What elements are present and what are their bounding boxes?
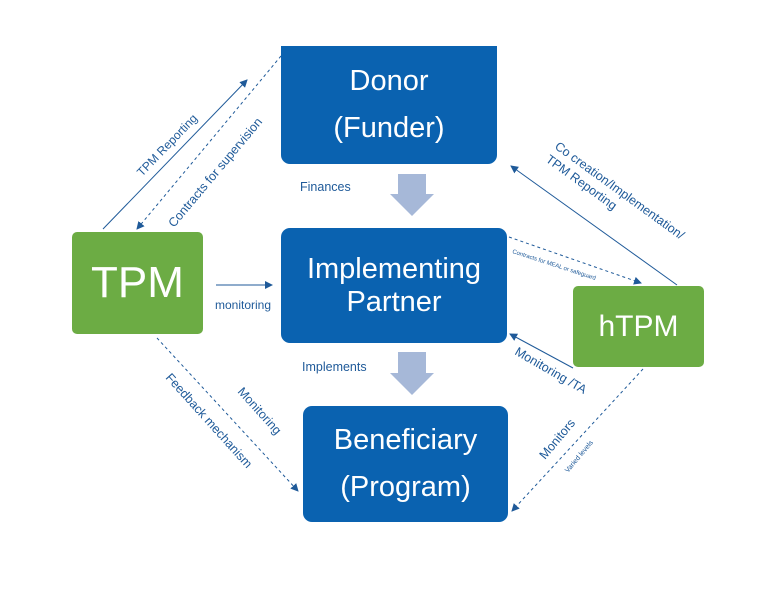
- feedback-label: Feedback mechanism: [163, 371, 255, 471]
- monitoring-beneficiary-label: Monitoring: [235, 385, 284, 438]
- monitors-arrow: [511, 368, 644, 512]
- tpm-label: TPM: [91, 258, 184, 307]
- contracts-meal-label: Contracts for MEAL or safeguard: [511, 249, 596, 282]
- implements-block-arrow: [390, 352, 434, 395]
- varied-levels-label: Varied levels: [564, 439, 595, 474]
- cocreation-arrow: [510, 165, 678, 286]
- tpm-reporting-label: TPM Reporting: [134, 111, 200, 179]
- cocreation-label-line1: Co creation/Implementation/: [552, 139, 687, 243]
- tpm-beneficiary-arrow: [156, 337, 299, 492]
- implementing-title: Implementing: [306, 252, 482, 285]
- beneficiary-title: Beneficiary: [333, 424, 478, 456]
- donor-title: Donor: [349, 65, 429, 97]
- monitors-label: Monitors: [537, 416, 579, 462]
- tpm-node: TPM: [72, 232, 203, 334]
- htpm-label: hTPM: [598, 309, 679, 343]
- implements-label: Implements: [302, 360, 367, 374]
- finances-label: Finances: [300, 180, 351, 194]
- contracts-supervision-arrow: [136, 55, 282, 230]
- donor-node: Donor (Funder): [281, 46, 497, 164]
- finances-block-arrow: [390, 174, 434, 216]
- implementing-partner-node: Implementing Partner: [281, 228, 507, 343]
- donor-subtitle: (Funder): [333, 112, 445, 144]
- tpm-reporting-arrow: [102, 79, 248, 230]
- htpm-node: hTPM: [573, 286, 704, 367]
- beneficiary-subtitle: (Program): [340, 471, 471, 503]
- beneficiary-node: Beneficiary (Program): [303, 406, 508, 522]
- monitoring-ta-arrow: [509, 333, 574, 369]
- implementing-subtitle: Partner: [346, 285, 442, 318]
- contracts-meal-arrow: [508, 236, 642, 285]
- monitoring-label: monitoring: [215, 298, 271, 312]
